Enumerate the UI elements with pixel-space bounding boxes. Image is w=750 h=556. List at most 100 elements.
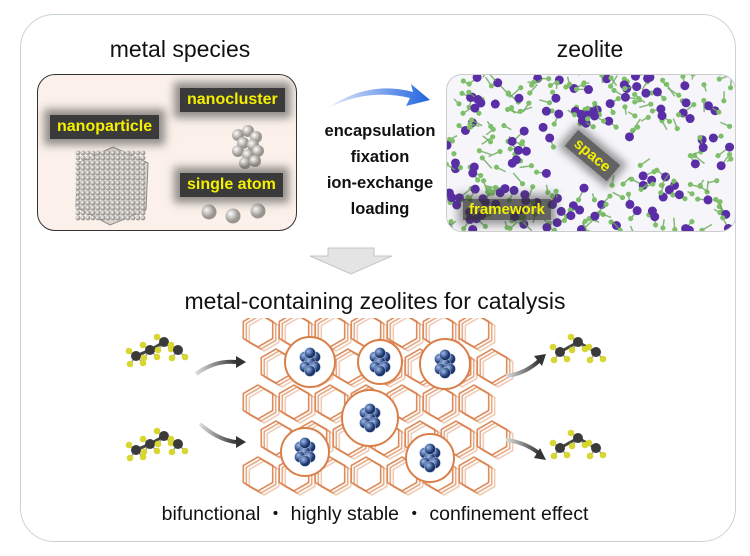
hydrogen-atom [549, 439, 557, 447]
oxygen-atom [563, 84, 569, 90]
framework-ring [248, 388, 280, 424]
nanoparticle-atom [90, 190, 96, 196]
nanoparticle-atom [125, 195, 131, 201]
framework-ring [464, 460, 496, 496]
hydrogen-atom [139, 435, 147, 443]
framework-ring [479, 350, 511, 386]
method-list: encapsulation fixation ion-exchange load… [310, 118, 450, 222]
nanoparticle-atom [130, 195, 136, 201]
arrowhead-icon [534, 354, 546, 366]
metal-cluster-atom [299, 455, 311, 467]
oxygen-atom [488, 83, 495, 89]
nanoparticle-atom [85, 170, 91, 176]
nanoparticle-atom [110, 175, 116, 181]
diagram-border [20, 14, 736, 542]
silicon-atom [521, 146, 531, 156]
nanoparticle-atom [105, 160, 111, 166]
framework-ring [461, 458, 493, 494]
nanoparticle-atom [105, 170, 111, 176]
oxygen-atom [553, 188, 559, 194]
nanocluster-atom [239, 157, 251, 169]
method-fixation: fixation [350, 148, 410, 166]
down-arrow-icon [309, 247, 393, 275]
carbon-atom [131, 445, 141, 455]
nanoparticle-atom [100, 180, 106, 186]
oxygen-atom [728, 156, 734, 162]
nanoparticle-atom [95, 155, 101, 161]
hydrogen-atom [153, 353, 161, 361]
nanoparticle-atom [135, 190, 141, 196]
silicon-atom [472, 75, 482, 82]
hydrogen-atom [585, 439, 593, 447]
hydrogen-atom [568, 442, 576, 450]
oxygen-atom [689, 191, 695, 197]
nanoparticle-atom [135, 160, 141, 166]
arrowhead-icon [534, 448, 546, 460]
hydrogen-atom [550, 356, 558, 364]
oxygen-atom [613, 124, 619, 130]
silicon-atom [664, 185, 674, 195]
oxygen-atom [638, 186, 644, 192]
silicon-atom [470, 103, 480, 113]
nanoparticle-atom [80, 165, 86, 171]
framework-ring [482, 424, 514, 460]
nanoparticle-atom [130, 170, 136, 176]
silicon-atom [652, 87, 662, 97]
hydrogen-atom [126, 454, 134, 462]
nanoparticle-atom [85, 185, 91, 191]
framework-ring [464, 388, 496, 424]
nanoparticle-atom [90, 180, 96, 186]
nanocluster-atom [232, 145, 244, 157]
nanoparticle-atom [80, 150, 86, 156]
oxygen-atom [675, 112, 682, 118]
oxygen-atom [680, 75, 686, 80]
arrowhead-icon [236, 356, 246, 368]
nanoparticle-atom [135, 215, 141, 221]
silicon-atom [725, 142, 735, 152]
nanoparticle-atom [115, 215, 121, 221]
nanoparticle-atom [95, 180, 101, 186]
silicon-atom [519, 219, 529, 229]
silicon-atom [630, 75, 640, 81]
nanoparticle-atom [130, 190, 136, 196]
framework-ring [284, 388, 316, 424]
hydrogen-atom [153, 427, 161, 435]
hydrogen-atom [586, 452, 594, 460]
nanoparticle-atom [120, 205, 126, 211]
hydrogen-atom [167, 341, 175, 349]
oxygen-atom [561, 217, 567, 224]
nanoparticle-atom [90, 200, 96, 206]
nanoparticle-atom [115, 190, 121, 196]
silicon-atom [625, 199, 635, 209]
oxygen-atom [507, 146, 513, 152]
hydrogen-atom [181, 447, 189, 455]
oxygen-atom [659, 77, 666, 83]
oxygen-atom [716, 109, 722, 115]
oxygen-atom [451, 151, 457, 157]
nanoparticle-atom [115, 180, 121, 186]
hydrogen-atom [567, 333, 575, 341]
oxygen-atom [518, 85, 524, 91]
nanoparticle-label: nanoparticle [50, 115, 160, 139]
oxygen-atom [551, 227, 558, 231]
oxygen-atom [720, 215, 726, 221]
oxygen-atom [580, 82, 586, 88]
nanoparticle-atom [135, 155, 141, 161]
oxygen-atom [632, 99, 638, 105]
oxygen-atom [726, 123, 733, 129]
silicon-atom [576, 225, 586, 231]
nanoparticle-atom [110, 185, 116, 191]
nanoparticle-atom [100, 195, 106, 201]
nanoparticle-atom [105, 150, 111, 156]
nanoparticle-atom [115, 200, 121, 206]
oxygen-atom [674, 125, 680, 132]
silicon-atom [447, 140, 452, 150]
oxygen-atom [617, 227, 623, 231]
method-loading: loading [350, 200, 410, 218]
carbon-atom [131, 351, 141, 361]
oxygen-atom [465, 194, 471, 200]
silicon-atom [551, 93, 561, 103]
nanoparticle-atom [140, 215, 146, 221]
nanoparticle-atom [85, 150, 91, 156]
silicon-atom [638, 171, 648, 181]
